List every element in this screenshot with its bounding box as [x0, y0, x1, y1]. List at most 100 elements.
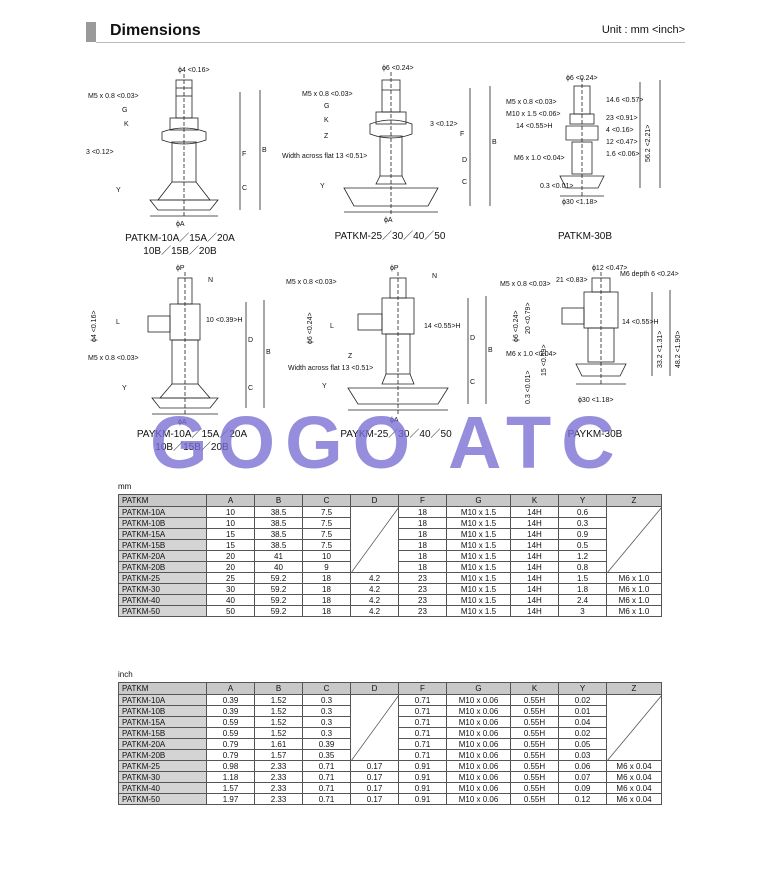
table-cell: 14H [510, 572, 559, 584]
table-cell [606, 749, 662, 761]
label-t21: 21 <0.83> [556, 277, 588, 284]
table-cell: 20 [206, 561, 255, 573]
column-header: C [302, 682, 351, 695]
table-cell [350, 539, 399, 551]
table-cell: 0.3 [302, 705, 351, 717]
label-base: ϕ30 <1.18> [578, 397, 613, 404]
table-cell: M6 x 0.04 [606, 760, 662, 772]
table-cell: 0.5 [558, 539, 607, 551]
table-cell: 10 [206, 506, 255, 518]
table-cell: 0.3 [302, 694, 351, 706]
table-cell: 0.55H [510, 760, 559, 772]
label-low: 0.3 <0.01> [540, 183, 573, 190]
table-cell: 23 [398, 583, 447, 595]
table-cell: 0.3 [302, 716, 351, 728]
label-left: ϕ4 <0.16> [91, 310, 98, 342]
label-left: ϕ6 <0.24> [307, 312, 314, 344]
model-cell: PATKM-25 [118, 572, 207, 584]
table-cell: 1.97 [206, 793, 255, 805]
table-cell: 40 [254, 561, 303, 573]
table-cell: 0.05 [558, 738, 607, 750]
caption-line: 10B／15B／20B [155, 442, 229, 453]
label-z: Z [348, 353, 353, 360]
label-dim: 3 <0.12> [86, 149, 114, 156]
table-cell: M10 x 1.5 [446, 517, 511, 529]
label-d: D [470, 335, 475, 342]
label-side6: 1.6 <0.06> [606, 151, 639, 158]
label-d: D [462, 157, 467, 164]
table-cell: M6 x 0.04 [606, 793, 662, 805]
table-cell [350, 749, 399, 761]
model-cell: PATKM-10B [118, 705, 207, 717]
model-cell: PATKM-25 [118, 760, 207, 772]
column-header: PATKM [118, 682, 207, 695]
label-k: K [124, 121, 129, 128]
column-header: A [206, 494, 255, 507]
section-marker [86, 22, 96, 42]
table-cell: 20 [206, 550, 255, 562]
table-cell: 38.5 [254, 517, 303, 529]
label-c: C [248, 385, 253, 392]
table-cell: 0.71 [398, 749, 447, 761]
table-cell: 0.71 [302, 760, 351, 772]
header-divider [96, 42, 685, 43]
table-cell: 14H [510, 594, 559, 606]
table-cell: 0.71 [302, 793, 351, 805]
table-cell: 4.2 [350, 605, 399, 617]
model-cell: PATKM-20A [118, 738, 207, 750]
caption-line: PATKM-10A／15A／20A [125, 233, 235, 244]
label-z: Z [324, 133, 329, 140]
table-cell [350, 694, 399, 706]
column-header: F [398, 494, 447, 507]
column-header: B [254, 494, 303, 507]
column-header: Z [606, 682, 662, 695]
table-cell: M6 x 1.0 [606, 583, 662, 595]
table-cell: 0.79 [206, 738, 255, 750]
table-cell: M6 x 1.0 [606, 605, 662, 617]
model-cell: PATKM-15B [118, 727, 207, 739]
table-cell: 1.57 [206, 782, 255, 794]
label-m6: M6 x 1.0 <0.04> [514, 155, 565, 162]
label-top: ϕ6 <0.24> [566, 75, 598, 82]
table-cell: 1.61 [254, 738, 303, 750]
table-cell: 7.5 [302, 539, 351, 551]
label-top: ϕ6 <0.24> [382, 65, 414, 72]
caption-patkm-25: PATKM-25／30／40／50 [310, 230, 470, 243]
column-header: Y [558, 494, 607, 507]
table-cell: 0.55H [510, 782, 559, 794]
column-header: D [350, 682, 399, 695]
label-thread: M5 x 0.8 <0.03> [88, 93, 139, 100]
label-a: ϕA [176, 221, 185, 228]
label-left2: 20 <0.79> [525, 302, 532, 334]
model-cell: PATKM-50 [118, 793, 207, 805]
label-f: F [460, 131, 464, 138]
table-cell: M10 x 1.5 [446, 594, 511, 606]
table-cell: M10 x 1.5 [446, 539, 511, 551]
table-cell: 0.12 [558, 793, 607, 805]
label-low2: 0.3 <0.01> [525, 371, 532, 404]
table-cell: M10 x 0.06 [446, 793, 511, 805]
table-cell: 9 [302, 561, 351, 573]
table-cell: M10 x 0.06 [446, 694, 511, 706]
column-header: G [446, 682, 511, 695]
table-cell [350, 716, 399, 728]
label-side2: 48.2 <1.90> [675, 331, 682, 368]
table-cell: 1.52 [254, 727, 303, 739]
table-cell: 23 [398, 572, 447, 584]
label-g: G [122, 107, 127, 114]
table-cell: 7.5 [302, 517, 351, 529]
label-flat: Width across flat 13 <0.51> [288, 365, 373, 372]
table-cell: 23 [398, 594, 447, 606]
label-thread: M5 x 0.8 <0.03> [500, 281, 551, 288]
table-cell: 23 [398, 605, 447, 617]
table-cell [350, 506, 399, 518]
drawing-patkm-25: ϕ6 <0.24> M5 x 0.8 <0.03> G K Z Width ac… [280, 60, 505, 228]
